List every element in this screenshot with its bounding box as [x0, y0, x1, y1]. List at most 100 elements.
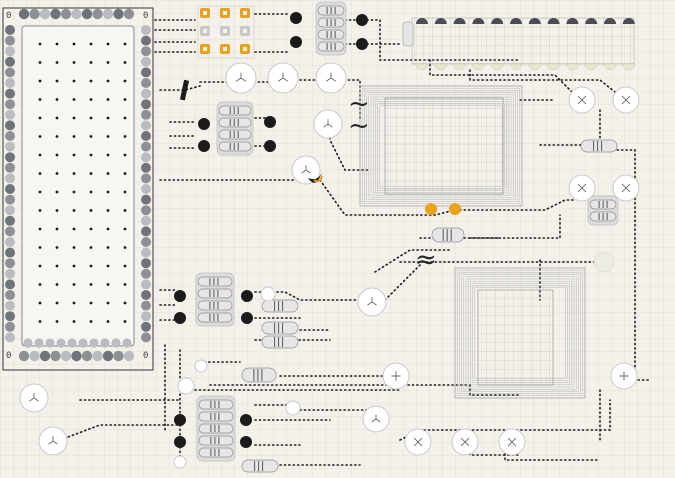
- board-pad: [56, 338, 66, 348]
- board-pad: [141, 56, 151, 67]
- board-dot: [106, 190, 110, 194]
- tube-cap-top: [491, 18, 504, 24]
- board-pad: [18, 8, 30, 20]
- board-pad: [92, 8, 103, 20]
- board-dot: [89, 61, 93, 64]
- disc-cross-mark: [507, 437, 517, 447]
- board-dot: [106, 98, 110, 101]
- board-dot: [89, 42, 93, 46]
- board-pad: [60, 8, 72, 20]
- tube-cap-bottom: [490, 63, 504, 71]
- tube-cap-top: [416, 18, 428, 24]
- black-node: [240, 414, 252, 426]
- bulb-glow: [313, 175, 323, 183]
- board-pad: [81, 8, 93, 20]
- board-pad: [5, 237, 15, 247]
- board-pad: [34, 338, 44, 348]
- board-dot: [38, 246, 42, 249]
- tube-cap-top: [566, 18, 579, 24]
- board-dot: [55, 301, 59, 305]
- board-dot: [106, 264, 110, 268]
- disc-tripod-mark: [277, 72, 289, 82]
- board-dot: [123, 283, 127, 286]
- orange-dot-right: [449, 203, 461, 215]
- board-dot: [72, 301, 76, 305]
- black-node: [264, 140, 276, 152]
- black-node: [240, 436, 252, 448]
- black-node: [174, 436, 186, 448]
- board-dot: [89, 135, 93, 138]
- board-dot: [55, 153, 59, 157]
- disc-tripod-mark: [367, 297, 377, 306]
- board-dot: [72, 42, 76, 46]
- orange-pad-center: [243, 47, 247, 51]
- board-pad: [5, 99, 15, 110]
- board-pad: [141, 311, 151, 322]
- orange-dot-left: [425, 203, 437, 215]
- tube-cap-bottom: [528, 63, 542, 71]
- board-dot: [38, 264, 42, 268]
- board-pad: [141, 109, 151, 120]
- board-dot: [38, 301, 42, 305]
- board-pad: [111, 338, 121, 348]
- board-pad: [141, 268, 151, 279]
- board-pad: [89, 338, 99, 348]
- board-pad: [141, 131, 151, 141]
- tube-cap-bottom: [584, 63, 598, 71]
- board-pad: [141, 332, 151, 343]
- orange-pad-center: [203, 47, 207, 51]
- disc-plus-mark: [619, 371, 629, 381]
- tube-cap-bottom: [453, 63, 466, 71]
- board-dot: [72, 153, 76, 157]
- orange-pad-center: [223, 29, 227, 33]
- stacked-resistor: [197, 300, 233, 311]
- board-pad: [39, 350, 51, 362]
- orange-pad-center: [223, 47, 227, 51]
- black-node: [174, 414, 186, 426]
- black-node: [198, 140, 210, 152]
- black-node: [241, 312, 253, 324]
- corner-label-top-right: 0: [143, 11, 148, 21]
- resistor: [261, 335, 299, 349]
- board-pad: [5, 162, 15, 173]
- board-pad: [141, 120, 151, 131]
- board-dot: [106, 283, 110, 286]
- board-pad: [141, 290, 151, 300]
- board-pad: [102, 350, 114, 362]
- resistor: [261, 321, 299, 335]
- board-pad: [67, 338, 77, 348]
- board-pad: [141, 258, 151, 269]
- tilde-symbol-lower: ~: [348, 111, 370, 141]
- board-dot: [72, 283, 76, 286]
- board-dot: [55, 116, 59, 120]
- disc-tripod-mark: [323, 119, 333, 128]
- disc-components: [19, 62, 640, 469]
- board-dot: [72, 264, 76, 268]
- board-pad: [141, 67, 151, 78]
- board-dot: [89, 209, 93, 212]
- board-pad: [5, 152, 15, 163]
- orange-pad-center: [223, 11, 227, 15]
- stacked-resistor: [197, 288, 233, 299]
- board-pad: [5, 173, 15, 184]
- board-dot: [89, 264, 93, 268]
- board-pad: [141, 173, 151, 184]
- board-dot: [55, 61, 59, 64]
- board-dot: [123, 301, 127, 305]
- tube-cap-bottom: [566, 63, 579, 71]
- disc-tripod-mark: [371, 414, 381, 423]
- board-pad: [5, 268, 15, 279]
- board-dot: [106, 116, 110, 120]
- board-pad: [5, 247, 15, 258]
- black-node: [290, 36, 302, 48]
- board-dot: [55, 135, 59, 138]
- white-disc: [260, 286, 276, 302]
- board-dot: [55, 320, 59, 323]
- stacked-resistor: [218, 117, 252, 128]
- board-pad: [123, 350, 135, 362]
- tube-cap-top: [585, 18, 598, 24]
- disc-cross-mark: [413, 437, 423, 447]
- board-pad: [5, 78, 15, 88]
- board-dot: [55, 172, 59, 175]
- board-dot: [106, 79, 110, 83]
